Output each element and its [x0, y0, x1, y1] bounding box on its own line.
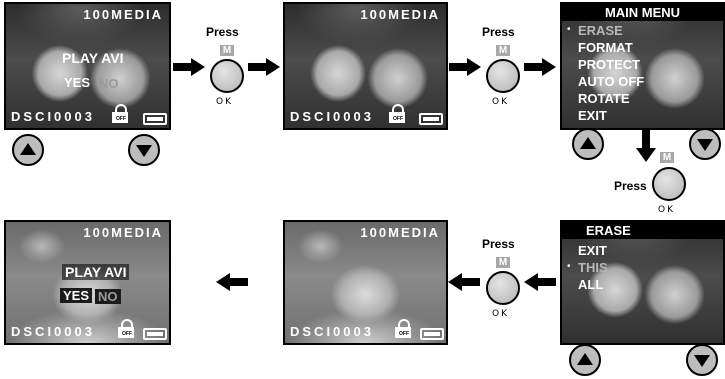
m-key-icon: M — [660, 152, 674, 163]
selection-bullet: • — [567, 261, 571, 272]
ok-button[interactable] — [210, 59, 244, 93]
triangle-down-icon — [136, 145, 152, 157]
menu-item-this[interactable]: THIS — [578, 260, 608, 275]
down-button[interactable] — [689, 128, 721, 160]
ok-label: OK — [492, 309, 509, 319]
battery-icon — [143, 113, 167, 125]
dialog-title: PLAY AVI — [62, 264, 130, 280]
ok-button[interactable] — [486, 271, 520, 305]
right-arrow-icon — [248, 58, 280, 76]
m-key-icon: M — [496, 257, 510, 268]
lock-icon: OFF — [112, 104, 128, 124]
menu-item-rotate[interactable]: ROTATE — [578, 91, 630, 106]
press-label: Press — [482, 237, 515, 251]
option-no[interactable]: NO — [99, 76, 119, 91]
screen-main-menu: MAIN MENU • ERASE FORMAT PROTECT AUTO OF… — [560, 2, 725, 130]
right-arrow-icon — [173, 58, 205, 76]
option-yes[interactable]: YES — [60, 288, 93, 303]
lock-off-label: OFF — [393, 116, 403, 122]
down-button[interactable] — [686, 344, 718, 376]
screen-photo-view: 100MEDIA DSCI0003 OFF — [283, 2, 448, 130]
lock-off-label: OFF — [399, 331, 409, 337]
triangle-up-icon — [580, 137, 596, 149]
file-name: DSCI0003 — [290, 324, 374, 339]
left-arrow-icon — [216, 273, 248, 291]
folder-label: 100MEDIA — [360, 7, 440, 22]
ok-label: OK — [492, 97, 509, 107]
file-name: DSCI0003 — [11, 109, 95, 124]
option-yes[interactable]: YES — [64, 75, 91, 90]
press-m-ok-step-4: Press M OK — [482, 237, 542, 327]
file-name: DSCI0003 — [11, 324, 95, 339]
lock-off-label: OFF — [116, 116, 126, 122]
menu-item-all[interactable]: ALL — [578, 277, 604, 292]
screen-play-avi-dialog-bottom: 100MEDIA PLAY AVI YES NO DSCI0003 OFF — [4, 220, 171, 345]
screen-play-avi-dialog-top: 100MEDIA PLAY AVI YES NO DSCI0003 OFF — [4, 2, 171, 130]
triangle-up-icon — [20, 143, 36, 155]
selection-bullet: • — [567, 24, 571, 35]
lock-off-label: OFF — [122, 331, 132, 337]
ok-button[interactable] — [652, 167, 686, 201]
lock-icon: OFF — [395, 319, 411, 339]
press-label: Press — [206, 25, 239, 39]
screen-erase-menu: ERASE EXIT • THIS ALL — [560, 220, 725, 345]
right-arrow-icon — [449, 58, 481, 76]
ok-button[interactable] — [486, 59, 520, 93]
press-label: Press — [482, 25, 515, 39]
menu-item-exit[interactable]: EXIT — [578, 243, 607, 258]
up-button[interactable] — [12, 134, 44, 166]
press-m-ok-step-3: M Press OK — [614, 150, 694, 240]
press-m-ok-step-1: Press M OK — [206, 25, 266, 115]
left-arrow-icon — [524, 273, 556, 291]
dialog-title: PLAY AVI — [62, 50, 124, 66]
up-button[interactable] — [569, 344, 601, 376]
down-arrow-icon — [636, 130, 656, 162]
battery-icon — [419, 113, 443, 125]
battery-icon — [143, 328, 167, 340]
left-arrow-icon — [448, 273, 480, 291]
m-key-icon: M — [496, 45, 510, 56]
triangle-down-icon — [694, 355, 710, 367]
folder-label: 100MEDIA — [83, 225, 163, 240]
m-key-icon: M — [220, 45, 234, 56]
menu-item-auto-off[interactable]: AUTO OFF — [578, 74, 645, 89]
battery-icon — [420, 328, 444, 340]
press-m-ok-step-2: Press M OK — [482, 25, 542, 115]
menu-item-format[interactable]: FORMAT — [578, 40, 633, 55]
ok-label: OK — [216, 97, 233, 107]
up-button[interactable] — [572, 128, 604, 160]
folder-label: 100MEDIA — [360, 225, 440, 240]
triangle-up-icon — [577, 353, 593, 365]
menu-item-exit[interactable]: EXIT — [578, 108, 607, 123]
screen-girl-photo: 100MEDIA DSCI0003 OFF — [283, 220, 448, 345]
press-label: Press — [614, 179, 647, 193]
folder-label: 100MEDIA — [83, 7, 163, 22]
lock-icon: OFF — [118, 319, 134, 339]
menu-title: MAIN MENU — [562, 4, 723, 21]
lock-icon: OFF — [389, 104, 405, 124]
triangle-down-icon — [697, 139, 713, 151]
option-no[interactable]: NO — [95, 289, 121, 304]
down-button[interactable] — [128, 134, 160, 166]
right-arrow-icon — [524, 58, 556, 76]
menu-item-erase[interactable]: ERASE — [578, 23, 623, 38]
menu-title: ERASE — [562, 222, 723, 239]
ok-label: OK — [658, 205, 675, 215]
file-name: DSCI0003 — [290, 109, 374, 124]
menu-item-protect[interactable]: PROTECT — [578, 57, 641, 72]
